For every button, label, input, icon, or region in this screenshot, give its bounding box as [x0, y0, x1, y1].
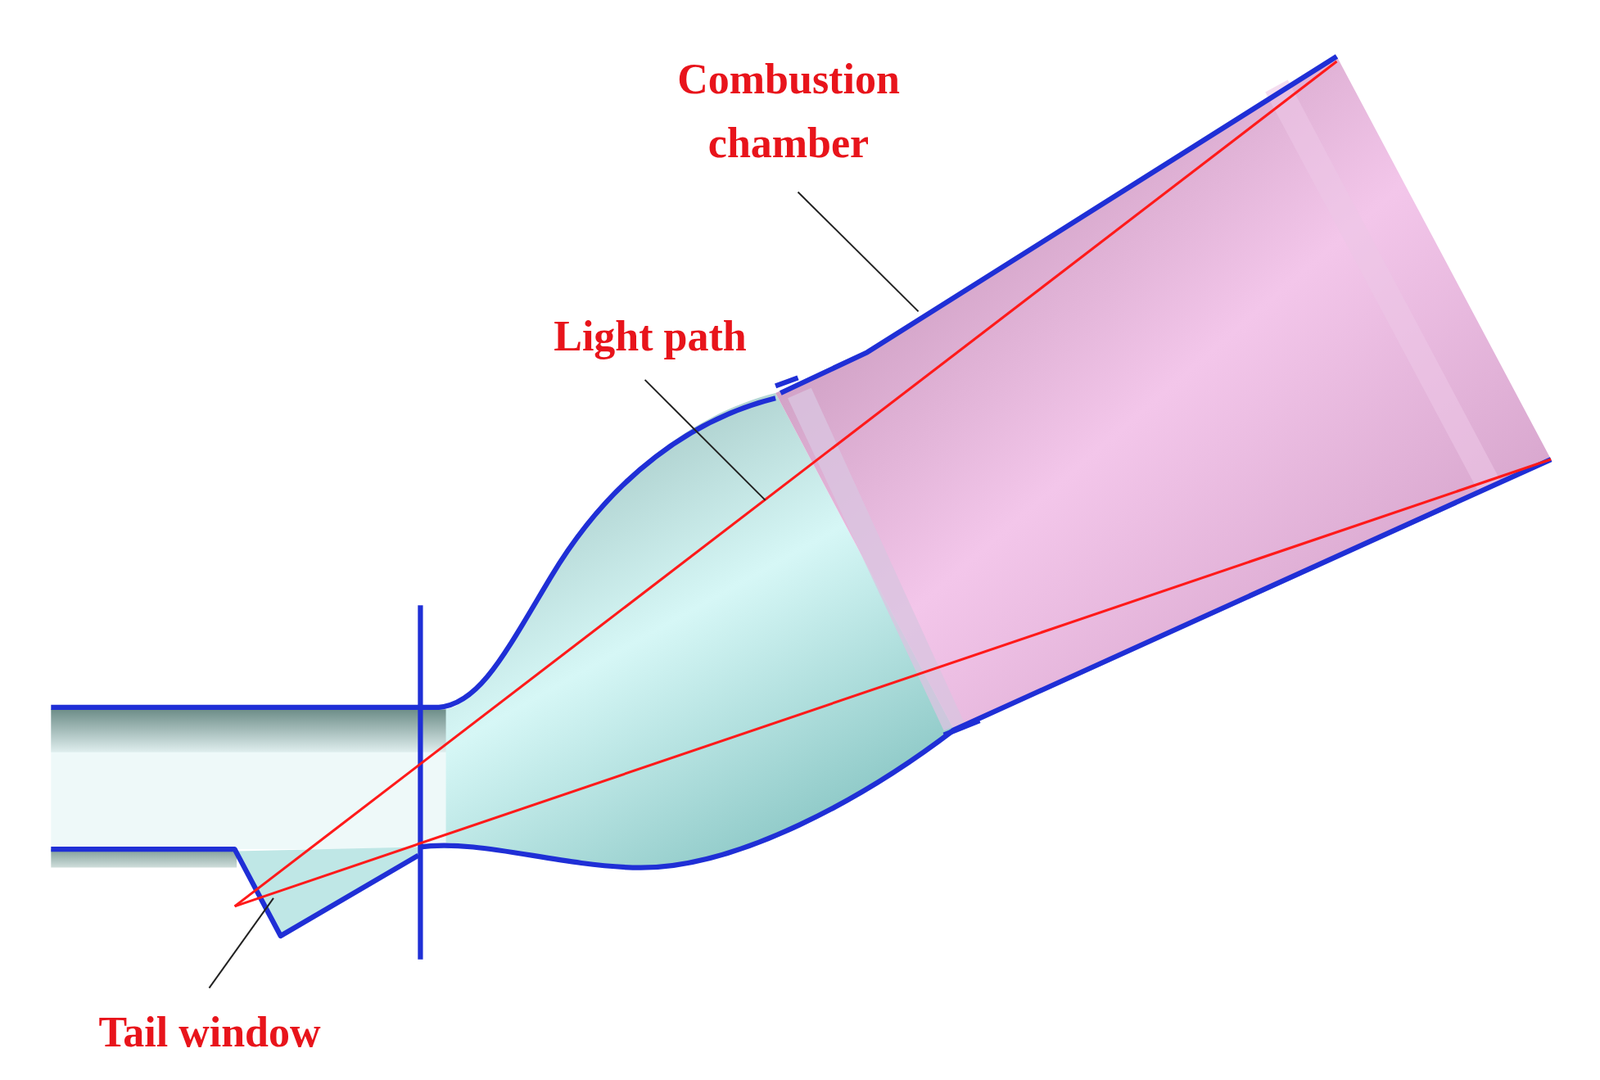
tail-window-label: Tail window — [98, 1000, 321, 1065]
light-path-label: Light path — [553, 304, 747, 369]
chamber-label: Combustion chamber — [641, 47, 936, 176]
